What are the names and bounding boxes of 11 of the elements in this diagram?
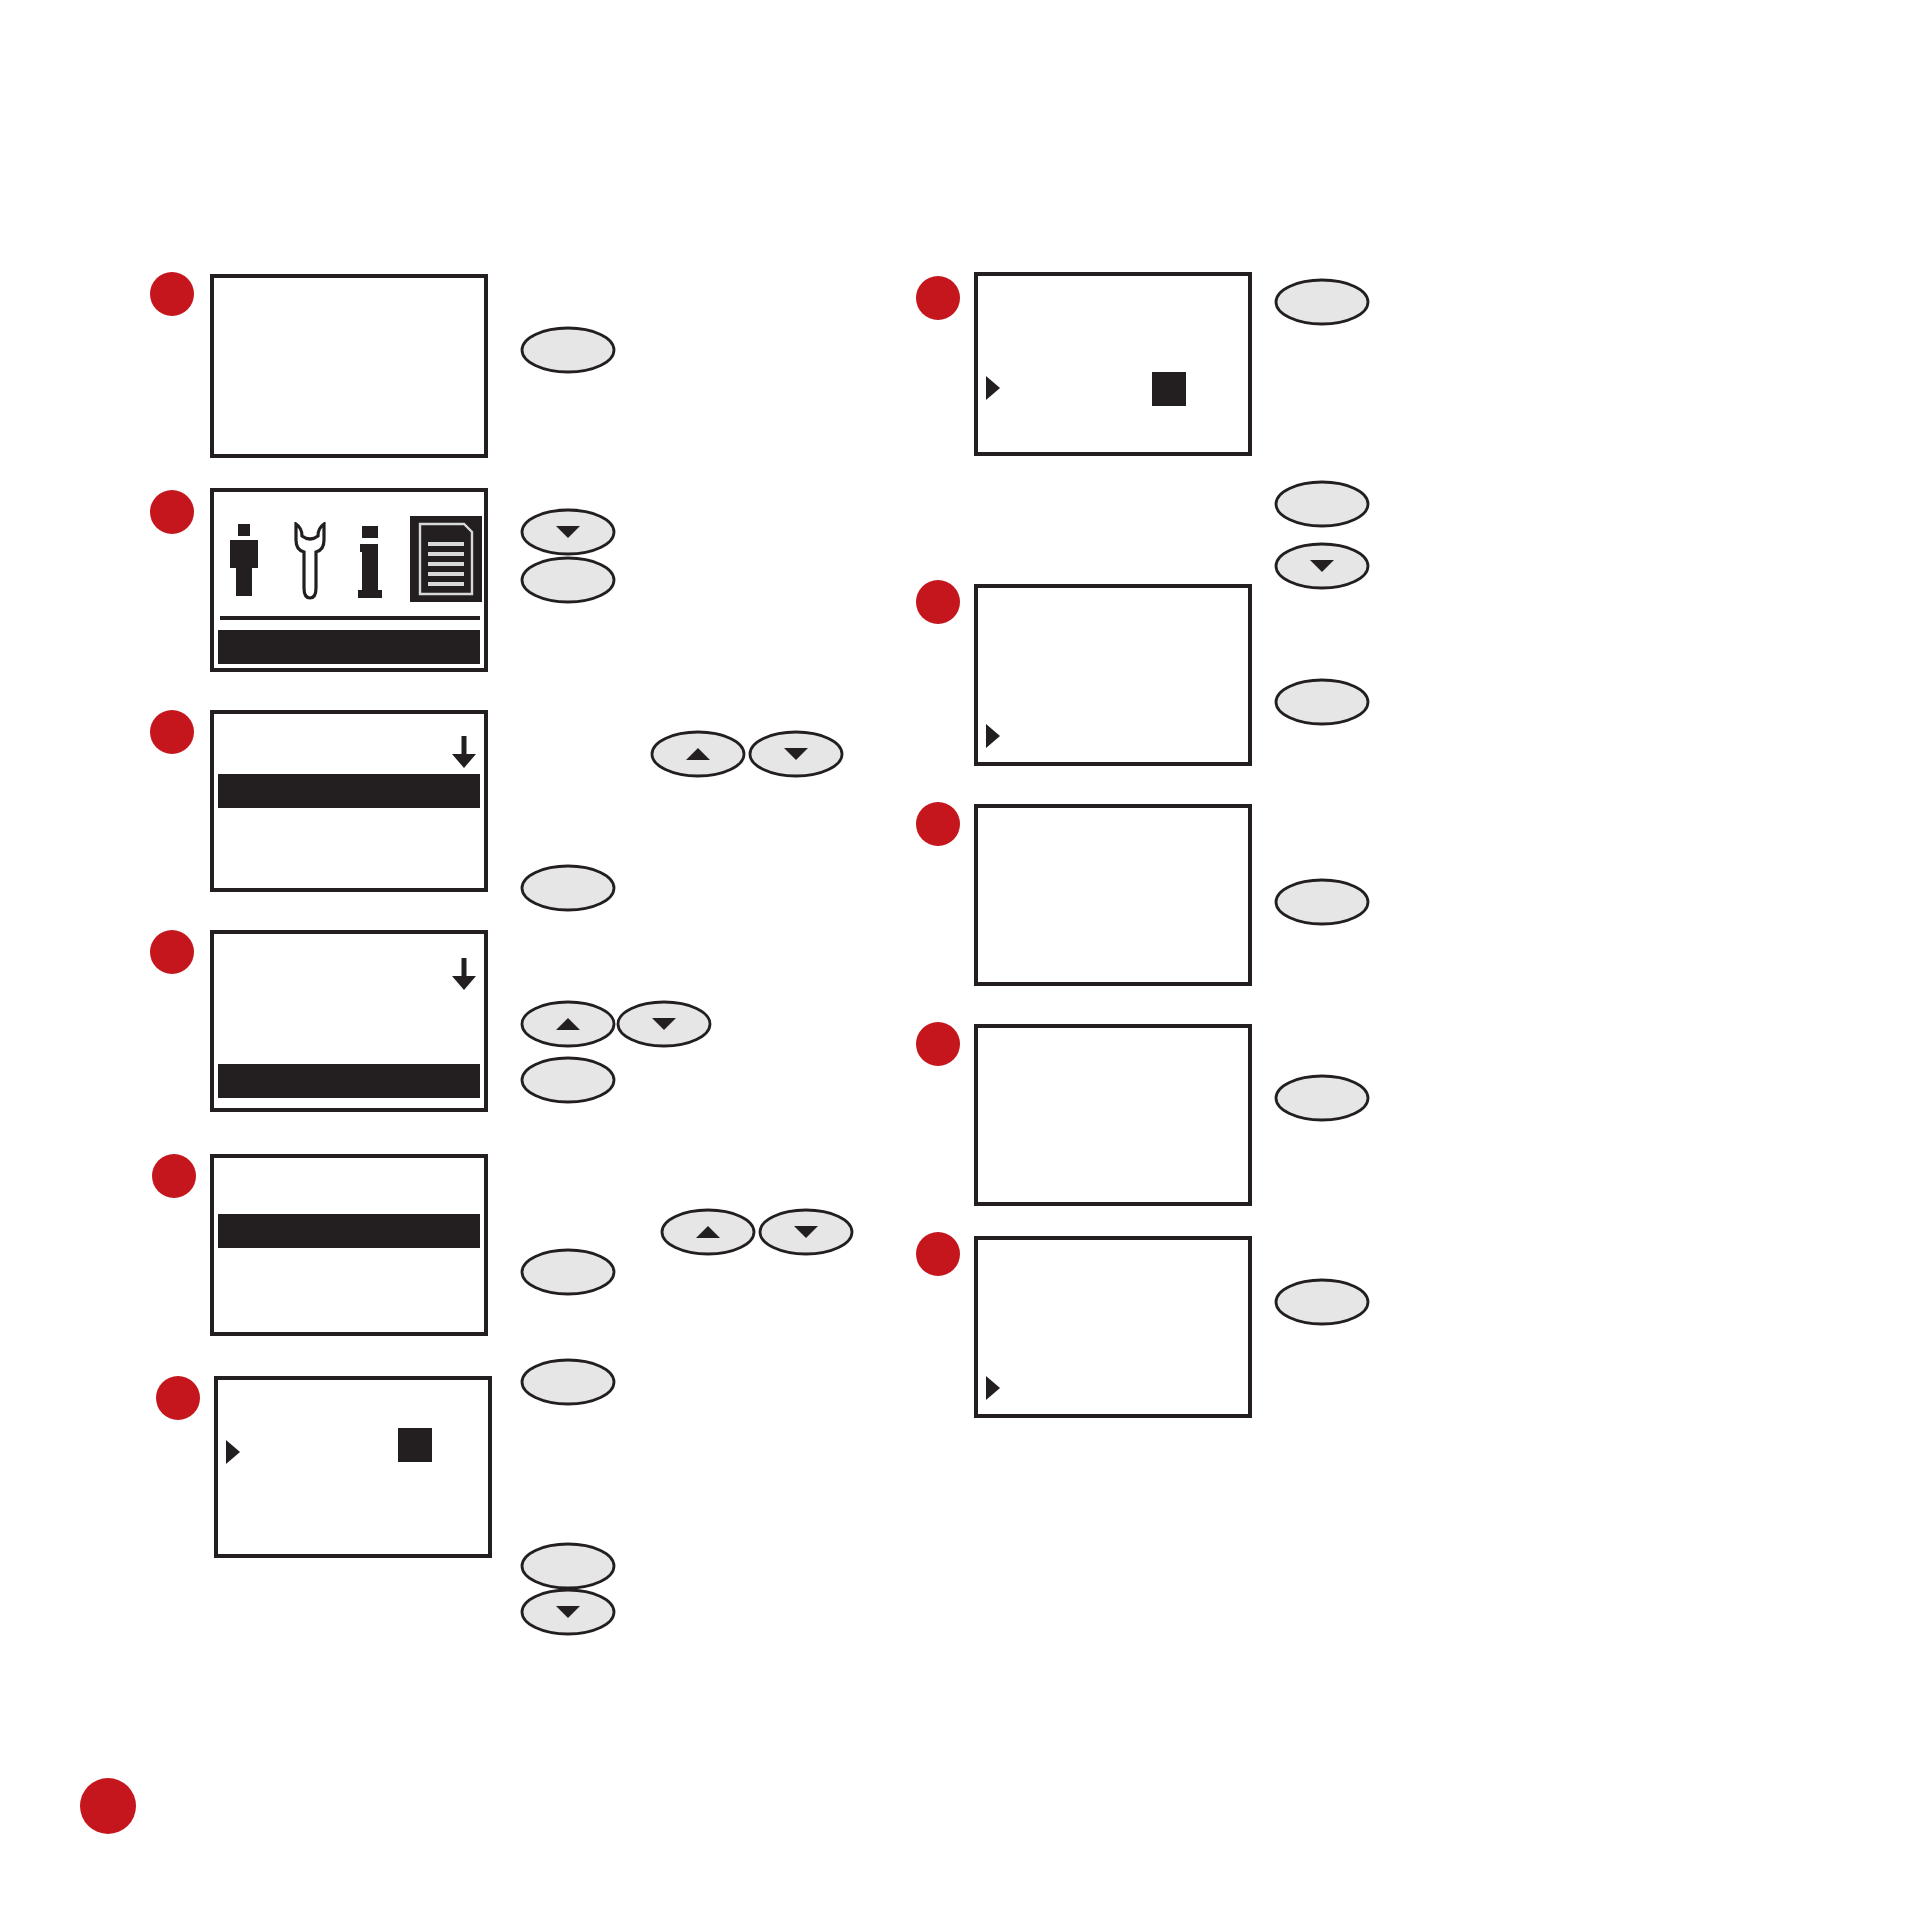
screen-box	[974, 1024, 1252, 1206]
screen-box	[974, 804, 1252, 986]
screen-box	[974, 272, 1252, 456]
screen-box	[974, 584, 1252, 766]
screen-box	[974, 1236, 1252, 1418]
screen-box	[210, 1154, 488, 1336]
screen-box	[210, 488, 488, 672]
screen-box	[210, 274, 488, 458]
screen-box	[210, 930, 488, 1112]
screen-box	[210, 710, 488, 892]
screen-box	[214, 1376, 492, 1558]
